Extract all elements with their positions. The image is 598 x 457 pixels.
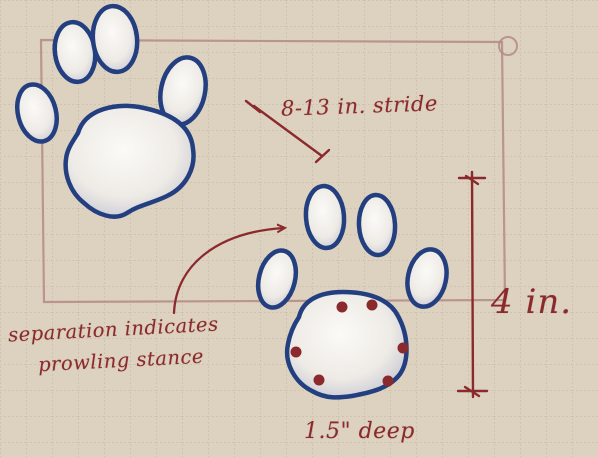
depth-label: 1.5" deep [304,419,415,444]
toe-inner-right [357,194,396,256]
height-label: 4 in. [491,282,572,322]
